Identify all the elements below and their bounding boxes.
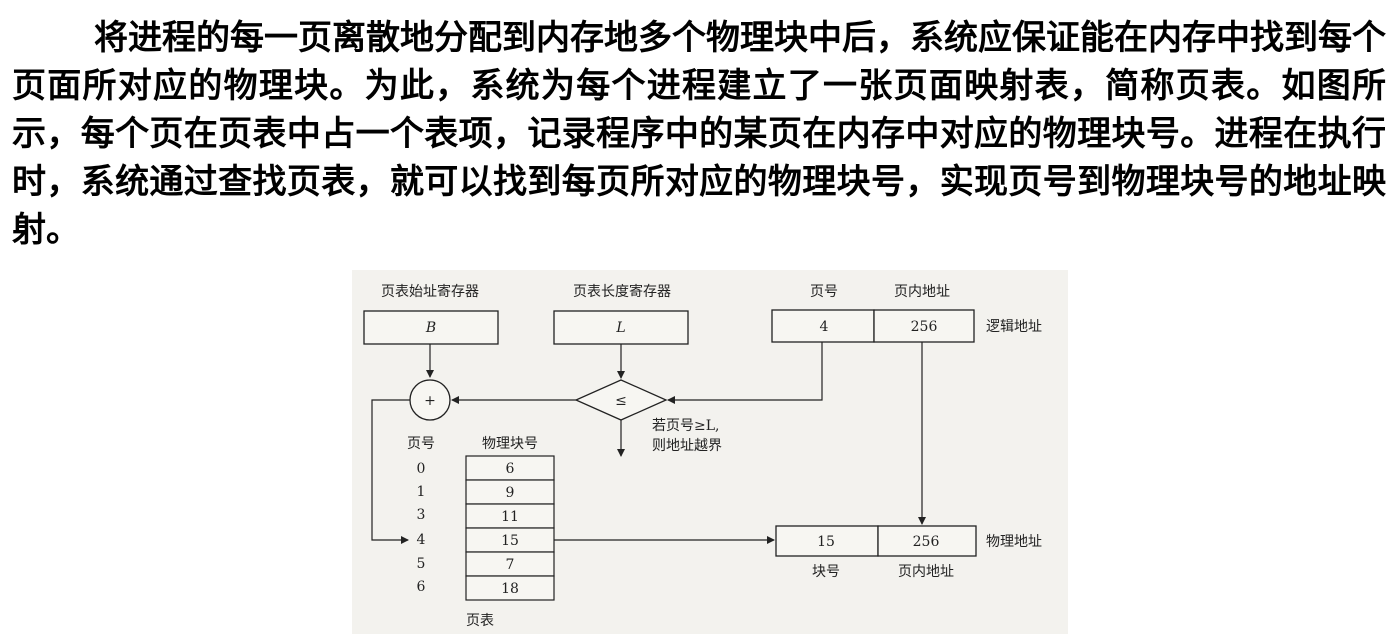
page-table-caption: 页表 bbox=[466, 613, 494, 629]
page-number-column: 0 1 3 4 5 6 bbox=[417, 461, 426, 595]
physical-block-label: 块号 bbox=[812, 564, 840, 580]
adder-symbol: + bbox=[424, 393, 436, 409]
page-table-row bbox=[465, 527, 555, 553]
logical-page-number-value: 4 bbox=[820, 319, 829, 335]
page-number-cell: 3 bbox=[417, 507, 426, 523]
page-table-row bbox=[465, 455, 555, 481]
physical-block-value: 15 bbox=[817, 534, 835, 550]
page-table-row bbox=[465, 503, 555, 529]
block-number-column-label: 物理块号 bbox=[482, 436, 538, 452]
page-table-length-register-value: L bbox=[615, 320, 625, 336]
intro-paragraph: 将进程的每一页离散地分配到内存地多个物理块中后，系统应保证能在内存中找到每个页面… bbox=[12, 18, 1386, 250]
page-number-column-label: 页号 bbox=[407, 436, 435, 452]
page-number-cell: 4 bbox=[417, 532, 426, 548]
address-translation-diagram: 页表始址寄存器 页表长度寄存器 页号 页内地址 B L 4 256 逻辑地址 +… bbox=[363, 283, 1042, 629]
logical-page-number-cell bbox=[771, 309, 875, 343]
block-number-cell: 11 bbox=[501, 509, 519, 525]
physical-offset-label: 页内地址 bbox=[898, 564, 954, 580]
page-table-row bbox=[465, 479, 555, 505]
block-number-cell: 15 bbox=[501, 533, 519, 549]
overflow-note-line2: 则地址越界 bbox=[652, 438, 722, 454]
page-number-cell: 1 bbox=[417, 484, 426, 500]
physical-offset-cell bbox=[877, 525, 977, 557]
logical-offset-value: 256 bbox=[911, 319, 938, 335]
logical-page-number-label: 页号 bbox=[810, 284, 838, 300]
page-table: 6 9 11 15 7 18 bbox=[465, 455, 555, 601]
page-number-cell: 5 bbox=[417, 556, 426, 572]
physical-offset-value: 256 bbox=[913, 534, 940, 550]
page-table-start-register-value: B bbox=[425, 320, 436, 336]
page-table-length-register-box bbox=[553, 310, 689, 345]
page-table-row bbox=[465, 551, 555, 577]
page-table-length-register-label: 页表长度寄存器 bbox=[573, 283, 671, 300]
comparator-symbol: ≤ bbox=[615, 393, 627, 409]
logical-address-label: 逻辑地址 bbox=[986, 319, 1042, 335]
physical-address-label: 物理地址 bbox=[986, 534, 1042, 550]
page-table-start-register-label: 页表始址寄存器 bbox=[381, 283, 479, 300]
page-number-cell: 0 bbox=[417, 461, 426, 477]
page-number-cell: 6 bbox=[417, 579, 426, 595]
physical-block-cell bbox=[775, 525, 879, 557]
block-number-cell: 9 bbox=[506, 485, 515, 501]
block-number-cell: 6 bbox=[506, 461, 515, 477]
logical-offset-label: 页内地址 bbox=[894, 284, 950, 300]
logical-offset-cell bbox=[873, 309, 975, 343]
overflow-note-line1: 若页号≥L, bbox=[652, 418, 719, 434]
page-table-row bbox=[465, 575, 555, 601]
block-number-cell: 18 bbox=[501, 581, 519, 597]
page-table-figure: 页表始址寄存器 页表长度寄存器 页号 页内地址 B L 4 256 逻辑地址 +… bbox=[352, 270, 1068, 634]
block-number-cell: 7 bbox=[506, 557, 515, 573]
page-table-start-register-box bbox=[363, 310, 499, 345]
